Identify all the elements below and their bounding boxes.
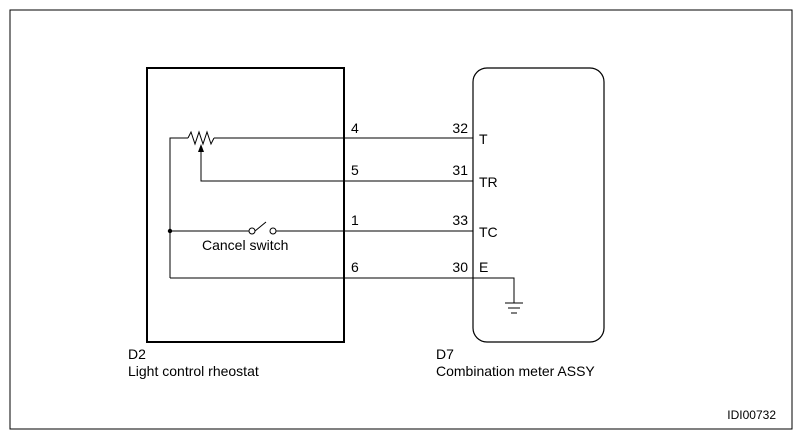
rheostat-box — [146, 67, 345, 343]
ground-icon — [505, 302, 523, 314]
rheostat-id: D2 — [128, 346, 146, 362]
terminal-tc: TC — [479, 224, 498, 240]
pin-d2-e: 6 — [351, 259, 359, 275]
wiper-arrow-icon — [198, 144, 204, 152]
rheostat-name: Light control rheostat — [128, 363, 259, 379]
wire-tc — [170, 221, 473, 235]
cancel-switch-label: Cancel switch — [202, 237, 288, 253]
switch-contact-right-icon — [269, 227, 277, 235]
terminal-t: T — [479, 131, 488, 147]
meter-id: D7 — [436, 346, 454, 362]
meter-name: Combination meter ASSY — [436, 363, 595, 379]
wire-tr — [200, 150, 473, 182]
wire-e — [170, 277, 515, 303]
pin-d2-tr: 5 — [351, 162, 359, 178]
pin-d7-t: 32 — [452, 120, 468, 136]
outer-frame — [9, 9, 793, 430]
pin-d7-tc: 33 — [452, 212, 468, 228]
junction-dot — [167, 228, 173, 234]
pin-d7-tr: 31 — [452, 162, 468, 178]
wire-t — [169, 130, 473, 278]
terminal-e: E — [479, 259, 488, 275]
rheostat-resistor-icon — [187, 130, 215, 146]
terminal-tr: TR — [479, 174, 498, 190]
pin-d2-t: 4 — [351, 120, 359, 136]
pin-d7-e: 30 — [452, 259, 468, 275]
switch-contact-left-icon — [248, 227, 256, 235]
switch-blade-icon — [254, 221, 267, 232]
pin-d2-tc: 1 — [351, 212, 359, 228]
meter-box — [472, 67, 605, 343]
figure-id: IDI00732 — [727, 408, 776, 422]
